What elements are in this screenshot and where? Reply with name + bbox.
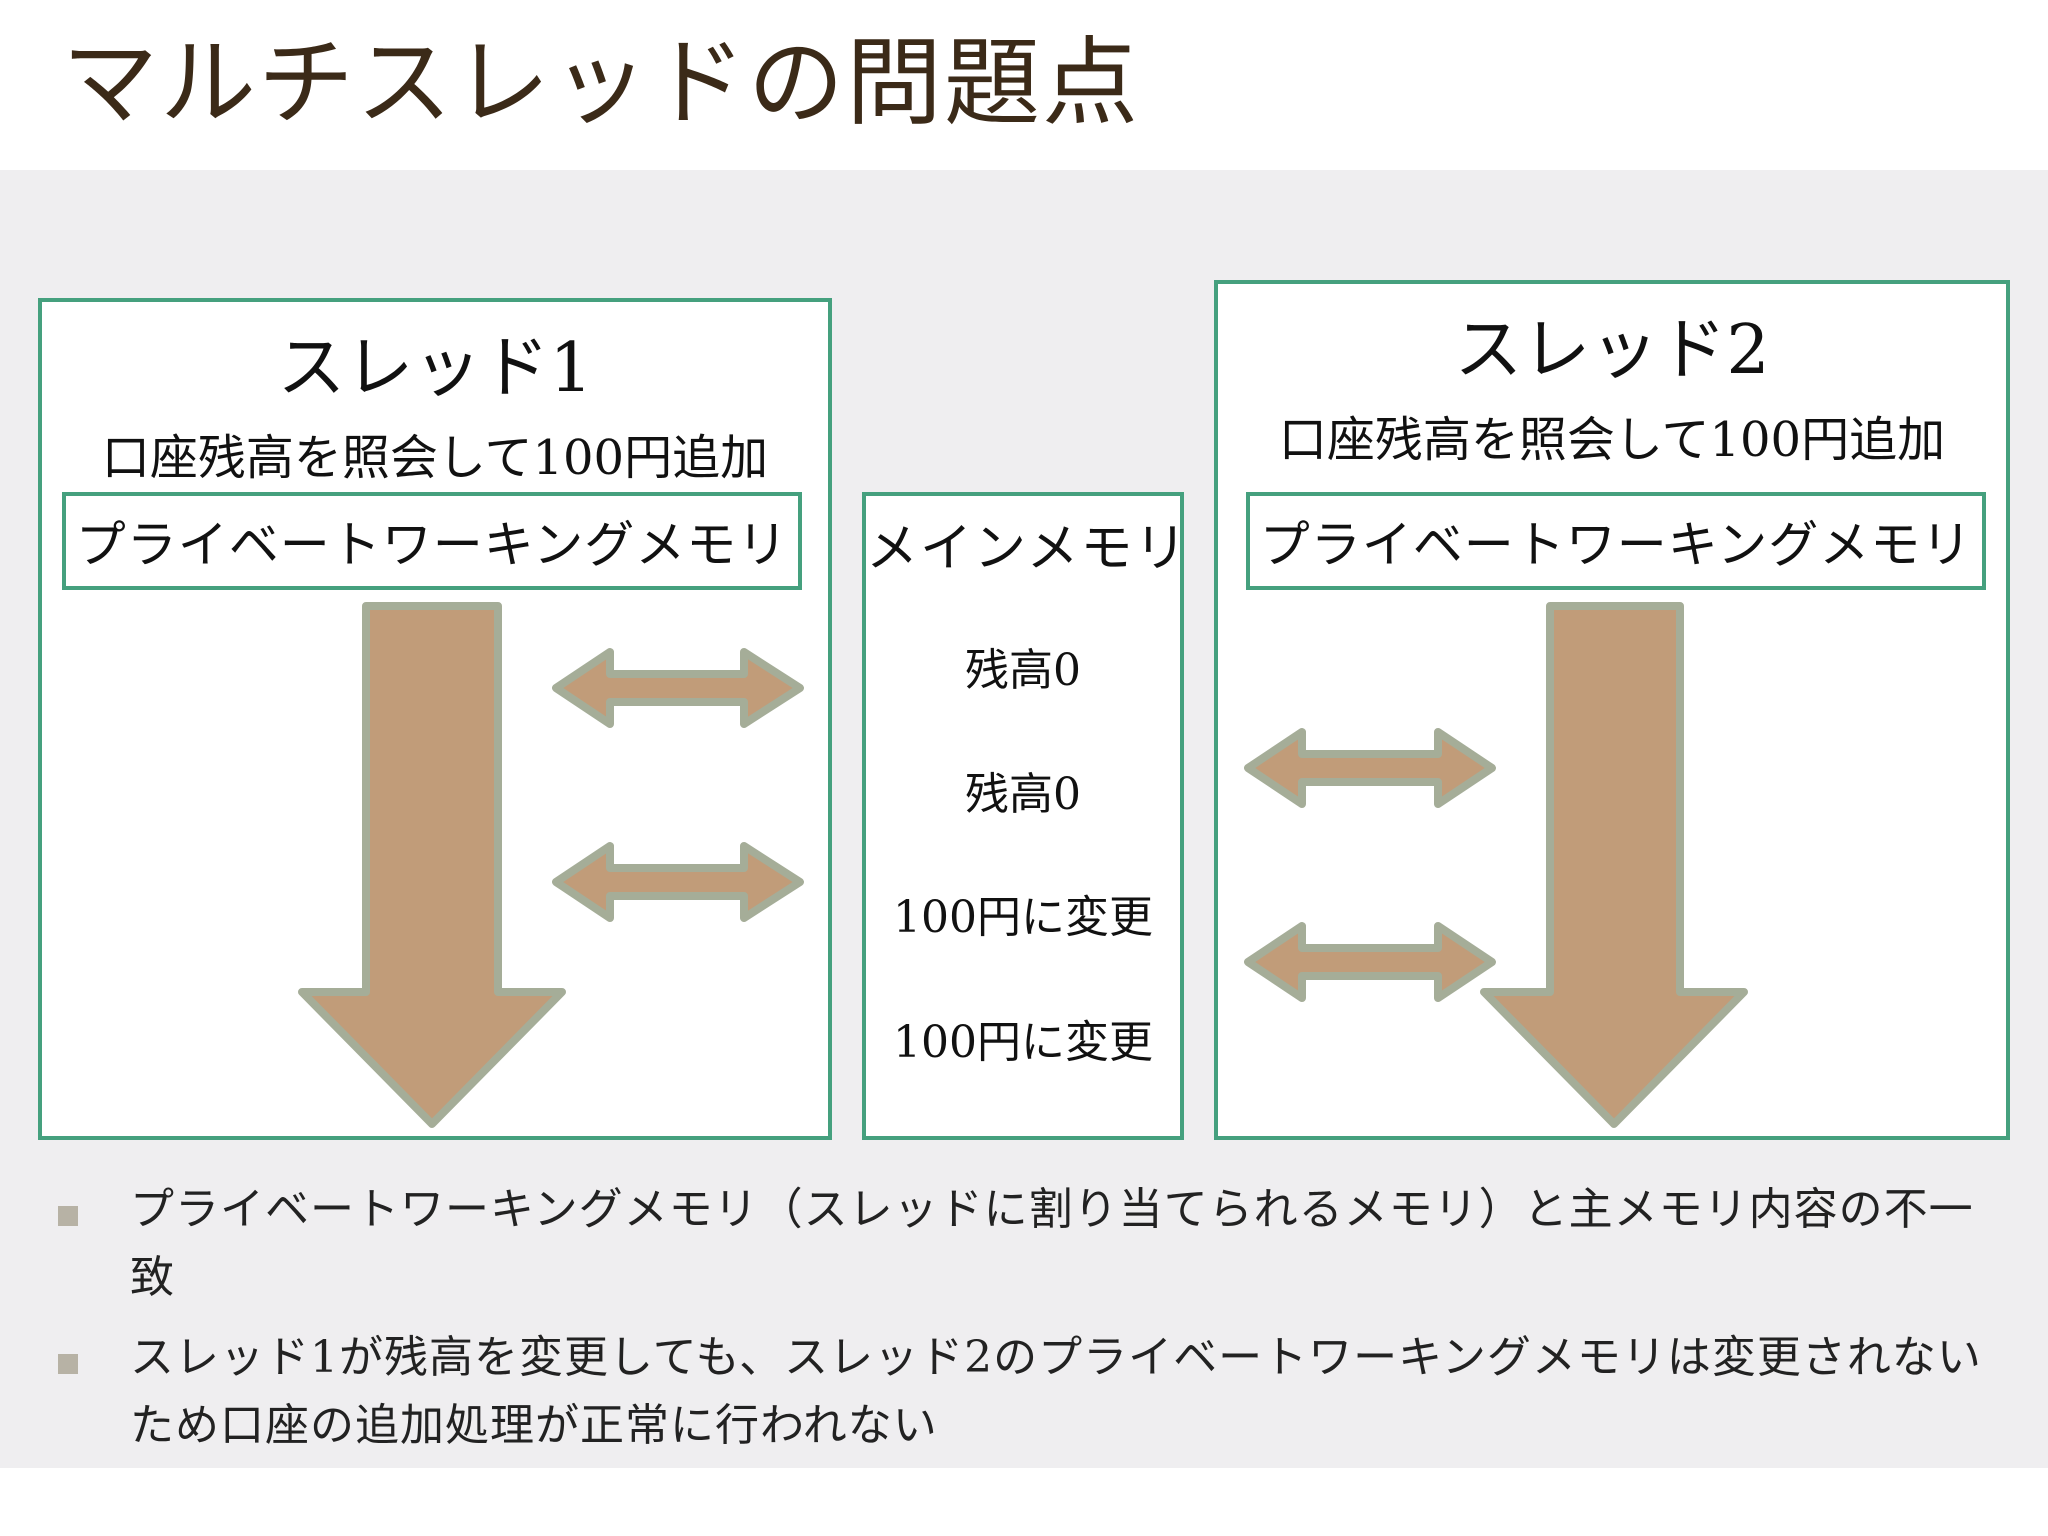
thread1-private-memory-label: プライベートワーキングメモリ (75, 516, 789, 574)
thread1-memory-sync-arrow (552, 842, 804, 922)
bullet-square-icon (58, 1354, 78, 1374)
main-memory-item: 100円に変更 (893, 1017, 1153, 1068)
bullet-text: スレッド1が残高を変更しても、スレッド2のプライベートワーキングメモリは変更され… (130, 1332, 1982, 1451)
thread2-flow-arrow (1480, 602, 1748, 1128)
thread2-private-memory-box: プライベートワーキングメモリ (1246, 492, 1986, 590)
thread2-subtitle: 口座残高を照会して100円追加 (1278, 412, 1946, 468)
main-memory-item: 残高0 (965, 769, 1081, 820)
bullet-square-icon (58, 1206, 78, 1226)
thread1-flow-arrow (298, 602, 566, 1128)
thread1-private-memory-box: プライベートワーキングメモリ (62, 492, 802, 590)
thread2-title: スレッド2 (1454, 311, 1770, 390)
thread2-memory-sync-arrow (1244, 728, 1496, 808)
thread1-subtitle: 口座残高を照会して100円追加 (101, 430, 769, 486)
page-title: マルチスレッドの問題点 (62, 27, 1140, 139)
main-memory-box: メインメモリ 残高0 残高0 100円に変更 100円に変更 (862, 492, 1189, 1140)
thread2-private-memory-label: プライベートワーキングメモリ (1259, 516, 1973, 574)
bullet-text: プライベートワーキングメモリ（スレッドに割り当てられるメモリ）と主メモリ内容の不… (130, 1184, 1974, 1303)
thread1-title: スレッド1 (277, 329, 593, 408)
main-memory-label: メインメモリ (866, 519, 1189, 579)
main-memory-item: 100円に変更 (893, 892, 1153, 943)
thread1-memory-sync-arrow (552, 648, 804, 728)
thread2-memory-sync-arrow (1244, 922, 1496, 1002)
main-memory-item: 残高0 (965, 645, 1081, 696)
